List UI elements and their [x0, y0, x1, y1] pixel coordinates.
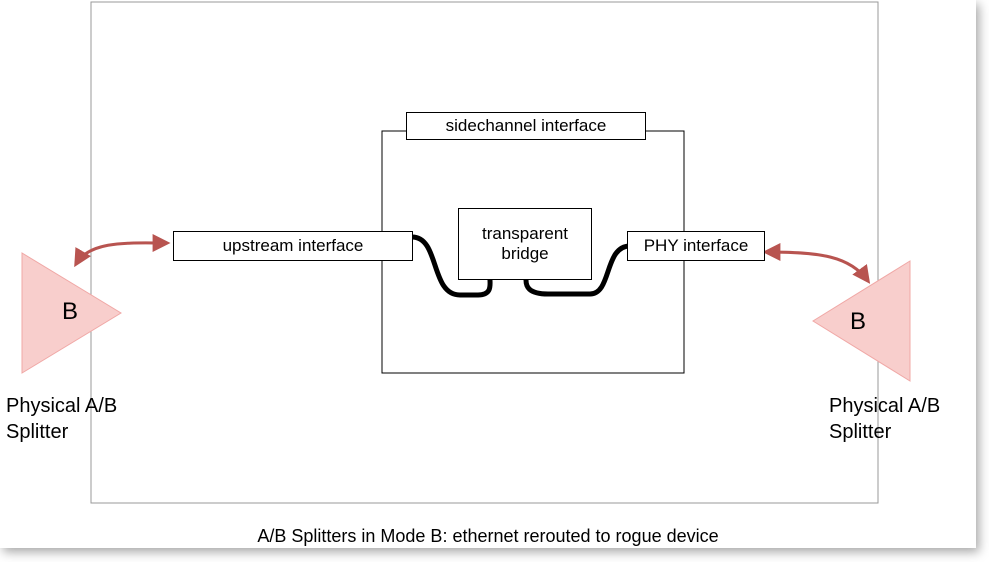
right-bidirectional-arrow: [762, 243, 871, 284]
left-splitter-label: Physical A/B Splitter: [6, 395, 118, 443]
upstream-interface-box: upstream interface: [173, 231, 413, 261]
right-splitter-label: Physical A/B Splitter: [829, 395, 941, 443]
left-splitter-triangle: [21, 252, 122, 374]
upstream-to-bridge-cable: [409, 234, 493, 298]
right-splitter-letter: B: [850, 308, 867, 335]
diagram-caption: A/B Splitters in Mode B: ethernet rerout…: [257, 526, 719, 546]
left-splitter-letter: B: [62, 298, 79, 325]
bridge-to-phy-cable: [523, 243, 633, 297]
right-splitter-triangle: [812, 260, 911, 382]
transparent-bridge-box: transparent bridge: [458, 208, 592, 280]
phy-interface-box: PHY interface: [627, 231, 765, 261]
sidechannel-interface-box: sidechannel interface: [406, 112, 646, 140]
left-bidirectional-arrow: [74, 233, 171, 268]
